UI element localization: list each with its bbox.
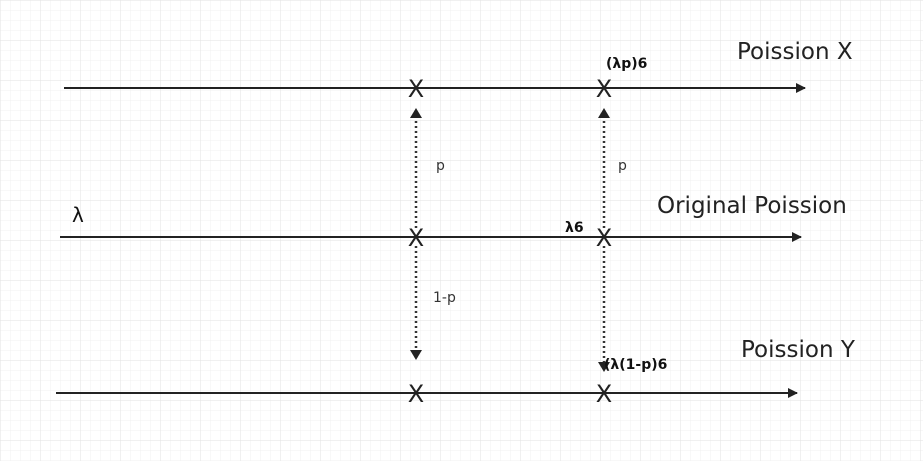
event-mark-x-right: X <box>596 75 612 103</box>
poission-y-title: Poission Y <box>741 337 856 363</box>
p-label-right: p <box>618 158 627 174</box>
event-mark-original-left: X <box>408 224 424 252</box>
event-mark-x-left: X <box>408 75 424 103</box>
lambda-p-6-label: (λp)6 <box>606 56 647 72</box>
event-mark-original-right: X <box>596 224 612 252</box>
lambda-1mp-6-label: (λ(1-p)6 <box>604 357 667 373</box>
original-poission-title: Original Poission <box>657 193 847 219</box>
event-mark-y-left: X <box>408 380 424 408</box>
lambda-label: λ <box>72 203 84 227</box>
lambda-6-label: λ6 <box>565 220 584 236</box>
event-mark-y-right: X <box>596 380 612 408</box>
poission-x-title: Poission X <box>737 39 853 65</box>
one-minus-p-label: 1-p <box>433 290 456 306</box>
p-label-left: p <box>436 158 445 174</box>
